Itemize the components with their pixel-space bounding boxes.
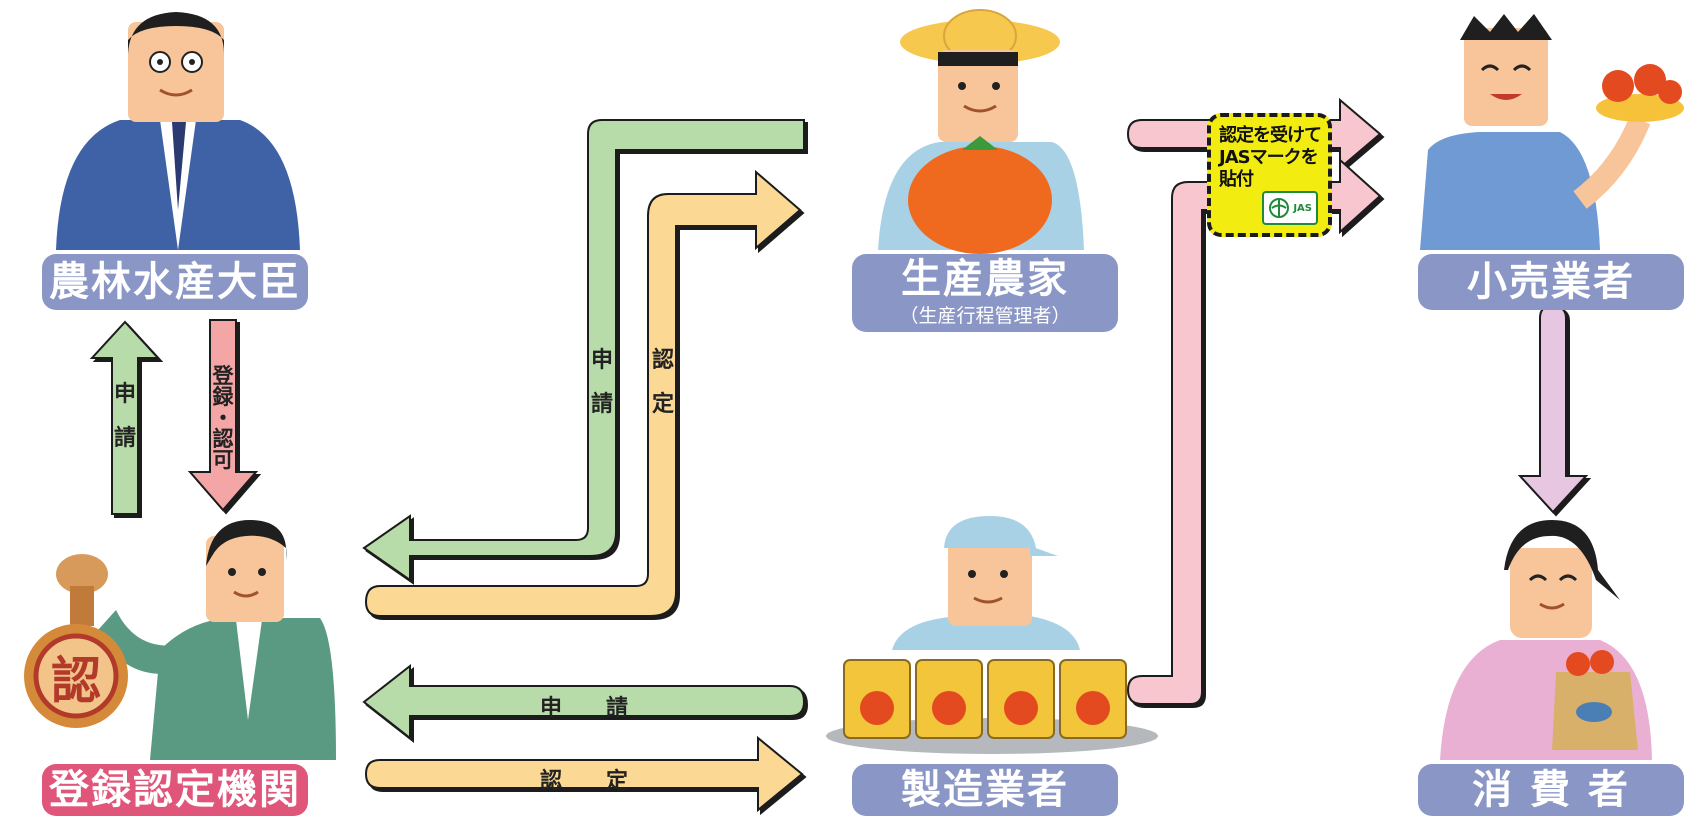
farmer-figure <box>878 9 1084 254</box>
stamp-glyph: 認 <box>51 652 101 710</box>
apply-arrow-maker <box>362 663 806 741</box>
minister-figure <box>56 12 300 250</box>
minister-label: 農林水産大臣 <box>42 254 308 310</box>
certify-maker-text: 認 定 <box>540 769 629 794</box>
leaf-icon <box>1269 198 1289 218</box>
certify-arrow-farmer <box>364 169 802 617</box>
consumer-name: 消 費 者 <box>1472 767 1630 813</box>
retailer-name: 小売業者 <box>1467 259 1635 305</box>
manufacturer-name: 製造業者 <box>901 767 1069 813</box>
distribution-arrow-consumer <box>1517 304 1589 514</box>
consumer-label: 消 費 者 <box>1418 764 1684 816</box>
certify-farmer-text: 認 定 <box>652 348 675 417</box>
farmer-name: 生産農家 <box>901 255 1069 302</box>
minister-name: 農林水産大臣 <box>49 259 301 305</box>
manufacturer-label: 製造業者 <box>852 764 1118 816</box>
agency-label: 登録認定機関 <box>42 764 308 816</box>
retailer-label: 小売業者 <box>1418 254 1684 310</box>
jas-mark-icon: JAS <box>1262 191 1318 225</box>
apply-farmer-text: 申 請 <box>591 348 614 417</box>
farmer-subtitle: （生産行程管理者） <box>899 304 1071 327</box>
farmer-label: 生産農家 （生産行程管理者） <box>852 254 1118 332</box>
certify-arrow-maker <box>364 735 804 813</box>
register-arrow-to-agency <box>187 319 259 512</box>
apply-arrow-to-minister <box>89 320 161 515</box>
distribution-arrow-maker <box>1126 157 1382 705</box>
apply-to-minister-text: 申 請 <box>114 382 137 451</box>
apply-maker-text: 申 請 <box>540 696 629 721</box>
jas-notice-box: 認定を受けて JASマークを 貼付 JAS <box>1207 113 1332 237</box>
agency-name: 登録認定機関 <box>49 767 301 813</box>
agency-figure: 認 <box>24 520 336 760</box>
manufacturer-figure <box>826 516 1158 754</box>
jas-mark-label: JAS <box>1293 202 1312 214</box>
consumer-figure <box>1440 520 1652 760</box>
jas-notice-text: 認定を受けて JASマークを 貼付 <box>1219 125 1322 190</box>
retailer-figure <box>1420 14 1684 250</box>
apply-arrow-farmer <box>362 119 805 582</box>
register-approve-text: 登 録 ・ 認 可 <box>212 364 234 472</box>
